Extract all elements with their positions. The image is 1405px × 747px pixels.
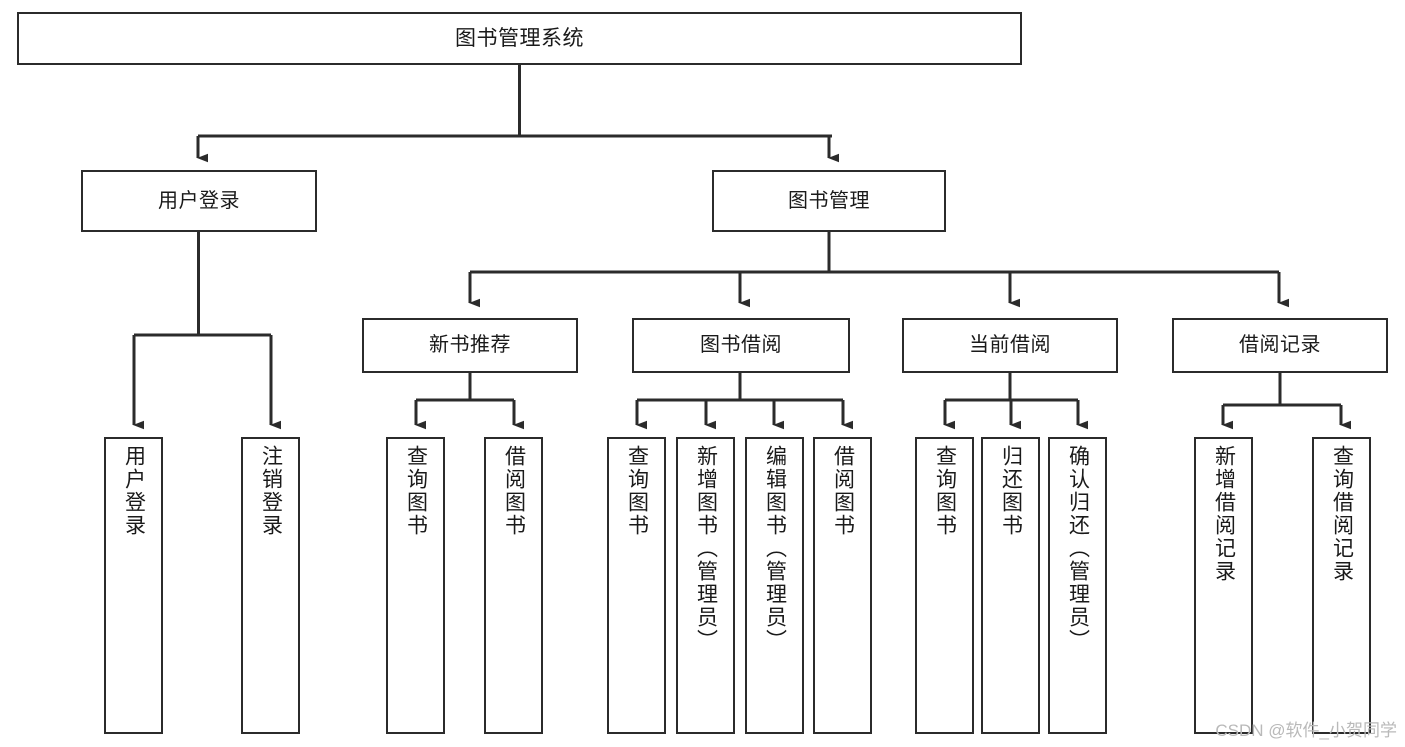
node-label: 图书管理系统 [455,26,584,50]
leaf-return-book[interactable]: 归还图书 [981,437,1040,734]
node-new-book-recommend[interactable]: 新书推荐 [362,318,578,373]
leaf-query-book-borrow[interactable]: 查询图书 [607,437,666,734]
node-label: 图书管理 [788,189,870,212]
node-label: 查询借阅记录 [1330,445,1354,583]
node-label: 编辑图书（管理员） [763,445,787,652]
node-label: 新书推荐 [429,334,511,357]
leaf-edit-book[interactable]: 编辑图书（管理员） [745,437,804,734]
node-label: 借阅图书 [502,445,526,537]
node-label: 图书借阅 [700,334,782,357]
node-label: 用户登录 [158,189,240,212]
node-label: 查询图书 [933,445,957,537]
node-current-borrow[interactable]: 当前借阅 [902,318,1118,373]
node-label: 新增借阅记录 [1212,445,1236,583]
leaf-confirm-return[interactable]: 确认归还（管理员） [1048,437,1107,734]
node-label: 注销登录 [259,445,283,537]
node-borrow-record[interactable]: 借阅记录 [1172,318,1388,373]
leaf-user-login[interactable]: 用户登录 [104,437,163,734]
node-label: 当前借阅 [969,334,1051,357]
node-user-login[interactable]: 用户登录 [81,170,317,232]
node-book-management[interactable]: 图书管理 [712,170,946,232]
csdn-watermark: CSDN @软件_小贺同学 [1215,721,1397,740]
node-label: 查询图书 [625,445,649,537]
node-book-borrow[interactable]: 图书借阅 [632,318,850,373]
node-label: 归还图书 [999,445,1023,537]
leaf-borrow-book[interactable]: 借阅图书 [813,437,872,734]
node-label: 查询图书 [404,445,428,537]
leaf-query-borrow-record[interactable]: 查询借阅记录 [1312,437,1371,734]
leaf-borrow-book-recommend[interactable]: 借阅图书 [484,437,543,734]
leaf-add-borrow-record[interactable]: 新增借阅记录 [1194,437,1253,734]
leaf-query-book-recommend[interactable]: 查询图书 [386,437,445,734]
node-label: 借阅记录 [1239,334,1321,357]
node-label: 新增图书（管理员） [694,445,718,652]
leaf-query-book-current[interactable]: 查询图书 [915,437,974,734]
node-root-system[interactable]: 图书管理系统 [17,12,1022,65]
leaf-add-book[interactable]: 新增图书（管理员） [676,437,735,734]
node-label: 借阅图书 [831,445,855,537]
leaf-logout-login[interactable]: 注销登录 [241,437,300,734]
node-label: 确认归还（管理员） [1066,445,1090,652]
node-label: 用户登录 [122,445,146,537]
